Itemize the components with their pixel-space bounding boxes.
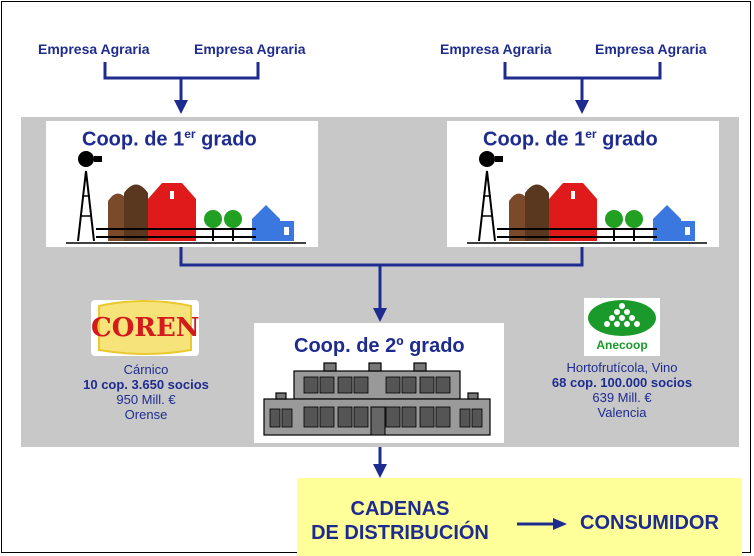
coop-first-right-box: Coop. de 1er grado <box>447 121 719 247</box>
coop-join-bracket <box>179 247 584 267</box>
coren-revenue: 950 Mill. € <box>116 392 176 407</box>
coop-second-title: Coop. de 2º grado <box>294 335 465 357</box>
distribution-line-1: CADENAS <box>350 498 450 520</box>
anecoop-logo: Anecoop <box>584 298 660 356</box>
coren-members: 10 cop. 3.650 socios <box>83 377 209 392</box>
anecoop-revenue: 639 Mill. € <box>592 390 652 405</box>
farm-label-right-2: Empresa Agraria <box>595 41 707 57</box>
distribution-panel <box>297 478 742 556</box>
anecoop-logo-text: Anecoop <box>596 338 648 352</box>
consumer-arrowhead <box>553 518 567 530</box>
building-icon <box>263 362 491 436</box>
farm-illustration-left <box>66 151 306 244</box>
right-farm-bracket <box>503 62 662 80</box>
anecoop-info: Hortofrutícola, Vino 68 cop. 100.000 soc… <box>534 360 710 420</box>
coren-location: Orense <box>124 407 168 422</box>
farm-label-right-1: Empresa Agraria <box>440 41 552 57</box>
coop-join-arrowhead <box>373 308 387 322</box>
anecoop-members: 68 cop. 100.000 socios <box>551 375 693 390</box>
left-farm-arrowhead <box>174 100 188 114</box>
distribution-line-2: DE DISTRIBUCIÓN <box>311 522 489 544</box>
farm-label-left-2: Empresa Agraria <box>194 41 306 57</box>
coop-first-left-box: Coop. de 1er grado <box>46 121 318 247</box>
left-farm-bracket <box>103 62 260 80</box>
right-farm-arrowhead <box>575 100 589 114</box>
consumer-label: CONSUMIDOR <box>580 512 719 534</box>
farm-illustration-right <box>467 151 707 244</box>
coop-second-box: Coop. de 2º grado <box>254 323 504 443</box>
distribution-chains: CADENAS DE DISTRIBUCIÓN <box>300 497 500 545</box>
coren-logo-text: COREN <box>91 313 200 343</box>
distribution-arrowhead <box>373 464 387 478</box>
coop-first-right-title: Coop. de 1er grado <box>483 127 658 151</box>
anecoop-location: Valencia <box>597 405 647 420</box>
coren-logo: COREN <box>91 300 200 356</box>
farm-label-left-1: Empresa Agraria <box>38 41 150 57</box>
coop-first-left-title: Coop. de 1er grado <box>82 127 257 151</box>
coren-info: Cárnico 10 cop. 3.650 socios 950 Mill. €… <box>62 362 230 422</box>
anecoop-sector: Hortofrutícola, Vino <box>566 360 678 375</box>
coren-sector: Cárnico <box>123 362 169 377</box>
